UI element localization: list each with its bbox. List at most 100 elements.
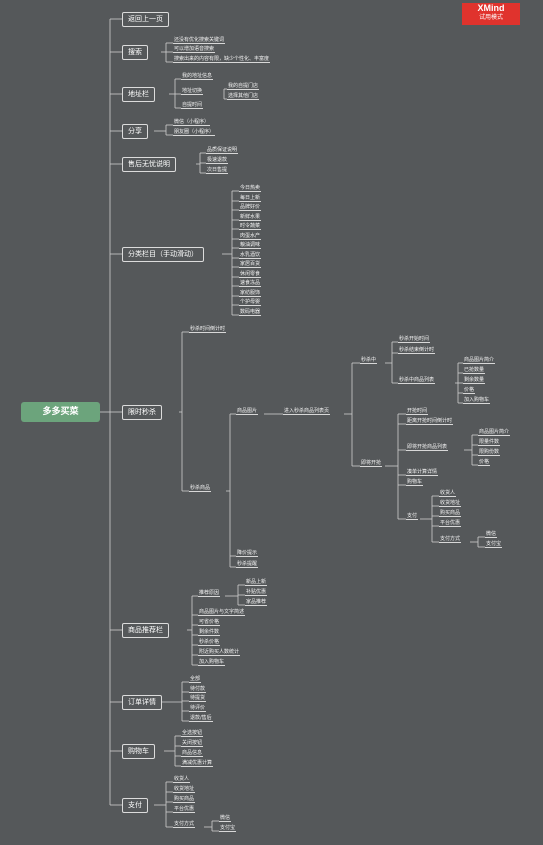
flash-goods[interactable]: 秒杀商品 — [189, 485, 212, 492]
category-item[interactable]: 肉蛋水产 — [239, 233, 262, 240]
topic-cart[interactable]: 购物车 — [122, 744, 155, 759]
category-item[interactable]: 个护母婴 — [239, 299, 262, 306]
flash-ongoing[interactable]: 秒杀中 — [360, 357, 378, 364]
flash-ongoing-list-item[interactable]: 已抢数量 — [463, 367, 486, 374]
recommend-item[interactable]: 商品图片与文字简述 — [198, 609, 246, 616]
category-item[interactable]: 时令蔬菜 — [239, 223, 262, 230]
topic-flash-sale[interactable]: 限时秒杀 — [122, 405, 162, 420]
aftersale-item[interactable]: 极速退款 — [206, 157, 229, 164]
cart-item[interactable]: 商品信息 — [181, 750, 204, 757]
flash-ongoing-item[interactable]: 秒杀开始时间 — [398, 336, 431, 343]
share-item[interactable]: 微信（小程序） — [173, 119, 211, 126]
orders-item[interactable]: 全部 — [189, 676, 202, 683]
flash-upcoming-item[interactable]: 即将开抢商品列表 — [406, 444, 449, 451]
topic-share[interactable]: 分享 — [122, 124, 148, 139]
recommend-tag-item[interactable]: 补贴优惠 — [245, 589, 268, 596]
orders-item[interactable]: 退款/售后 — [189, 715, 213, 722]
category-item[interactable]: 速食冻品 — [239, 280, 262, 287]
category-item[interactable]: 今日热卖 — [239, 185, 262, 192]
aftersale-item[interactable]: 品质保证说明 — [206, 147, 239, 154]
category-item[interactable]: 水乳酒饮 — [239, 252, 262, 259]
trial-mode-label: 试用模式 — [478, 14, 503, 21]
flash-pay-item[interactable]: 收货地址 — [439, 500, 462, 507]
flash-ongoing-list-item[interactable]: 商品图片简介 — [463, 357, 496, 364]
flash-ongoing-list-item[interactable]: 价格 — [463, 387, 476, 394]
category-item[interactable]: 每日上新 — [239, 195, 262, 202]
category-item[interactable]: 家纺服饰 — [239, 290, 262, 297]
address-pickup[interactable]: 自提时间 — [181, 102, 204, 109]
pay-method[interactable]: 支付宝 — [219, 825, 237, 832]
flash-upcoming-list-item[interactable]: 价格 — [478, 459, 491, 466]
aftersale-item[interactable]: 次日售提 — [206, 167, 229, 174]
share-item[interactable]: 朋友圈（小程序） — [173, 129, 216, 136]
orders-item[interactable]: 待评价 — [189, 705, 207, 712]
pay-item[interactable]: 平台优惠 — [173, 806, 196, 813]
flash-pay-item[interactable]: 收货人 — [439, 490, 457, 497]
recommend-tag-item[interactable]: 新品上新 — [245, 579, 268, 586]
flash-ongoing-list-item[interactable]: 剩余数量 — [463, 377, 486, 384]
pay-item[interactable]: 购买商品 — [173, 796, 196, 803]
flash-upcoming-item[interactable]: 距离开抢时间倒计时 — [406, 418, 454, 425]
pay-item[interactable]: 收货人 — [173, 776, 191, 783]
address-switch-item[interactable]: 我的自提门店 — [227, 83, 260, 90]
flash-extra[interactable]: 降价提示 — [236, 550, 259, 557]
pay-method[interactable]: 微信 — [219, 815, 232, 822]
topic-orders[interactable]: 订单详情 — [122, 695, 162, 710]
flash-pay-item[interactable]: 支付方式 — [439, 536, 462, 543]
flash-pay-method[interactable]: 支付宝 — [485, 541, 503, 548]
cart-item[interactable]: 全选按钮 — [181, 730, 204, 737]
flash-extra[interactable]: 秒杀提醒 — [236, 561, 259, 568]
recommend-item[interactable]: 秒杀价格 — [198, 639, 221, 646]
search-item[interactable]: 可以增加语音搜索 — [173, 46, 216, 53]
orders-item[interactable]: 待提货 — [189, 695, 207, 702]
recommend-item[interactable]: 附近购买人数统计 — [198, 649, 241, 656]
recommend-item[interactable]: 可省价格 — [198, 619, 221, 626]
topic-recommend[interactable]: 商品推荐栏 — [122, 623, 169, 638]
category-item[interactable]: 品牌好价 — [239, 204, 262, 211]
flash-upcoming[interactable]: 即将开抢 — [360, 460, 383, 467]
topic-pay[interactable]: 支付 — [122, 798, 148, 813]
flash-pay-item[interactable]: 平台优惠 — [439, 520, 462, 527]
address-switch-item[interactable]: 选择其他门店 — [227, 93, 260, 100]
orders-item[interactable]: 待付款 — [189, 686, 207, 693]
recommend-item[interactable]: 剩余件数 — [198, 629, 221, 636]
flash-upcoming-item[interactable]: 开抢时间 — [406, 408, 429, 415]
topic-back[interactable]: 返回上一页 — [122, 12, 169, 27]
category-item[interactable]: 粮油调味 — [239, 242, 262, 249]
flash-goods-image[interactable]: 商品图片 — [236, 408, 259, 415]
address-switch[interactable]: 地址切换 — [181, 88, 204, 95]
flash-countdown[interactable]: 秒杀时间倒计时 — [189, 326, 227, 333]
search-item[interactable]: 还没有优化搜索关键词 — [173, 37, 226, 44]
flash-upcoming-list-item[interactable]: 限购份数 — [478, 449, 501, 456]
recommend-item[interactable]: 加入购物车 — [198, 659, 226, 666]
flash-enter-list[interactable]: 进入秒杀商品列表页 — [283, 408, 331, 415]
root-topic[interactable]: 多多买菜 — [21, 402, 100, 422]
category-item[interactable]: 数码电器 — [239, 309, 262, 316]
pay-item[interactable]: 支付方式 — [173, 821, 196, 828]
flash-upcoming-list-item[interactable]: 商品图片简介 — [478, 429, 511, 436]
flash-upcoming-item[interactable]: 凑单计算详情 — [406, 469, 439, 476]
category-item[interactable]: 新鲜水果 — [239, 214, 262, 221]
flash-ongoing-list-item[interactable]: 加入购物车 — [463, 397, 491, 404]
flash-pay-item[interactable]: 购买商品 — [439, 510, 462, 517]
flash-ongoing-item[interactable]: 秒杀结束倒计时 — [398, 347, 436, 354]
flash-upcoming-list-item[interactable]: 限量件数 — [478, 439, 501, 446]
recommend-tag-item[interactable]: 家品推荐 — [245, 599, 268, 606]
topic-search[interactable]: 搜索 — [122, 45, 148, 60]
pay-item[interactable]: 收货地址 — [173, 786, 196, 793]
topic-address[interactable]: 地址栏 — [122, 87, 155, 102]
flash-ongoing-item[interactable]: 秒杀中商品列表 — [398, 377, 436, 384]
search-item[interactable]: 搜索出来的内容有限，缺少个性化、丰富度 — [173, 56, 271, 63]
recommend-tags[interactable]: 推荐原因 — [198, 590, 221, 597]
topic-aftersale[interactable]: 售后无忧说明 — [122, 157, 176, 172]
topic-category[interactable]: 分类栏目（手动滑动） — [122, 247, 204, 262]
address-mine[interactable]: 我的地址信息 — [181, 73, 214, 80]
flash-pay-method[interactable]: 微信 — [485, 531, 498, 538]
category-item[interactable]: 家居百货 — [239, 261, 262, 268]
flash-upcoming-item[interactable]: 购物车 — [406, 479, 424, 486]
cart-item[interactable]: 关闭按钮 — [181, 740, 204, 747]
cart-item[interactable]: 满减优惠计算 — [181, 760, 214, 767]
flash-upcoming-item[interactable]: 支付 — [406, 513, 419, 520]
category-item[interactable]: 休闲零食 — [239, 271, 262, 278]
